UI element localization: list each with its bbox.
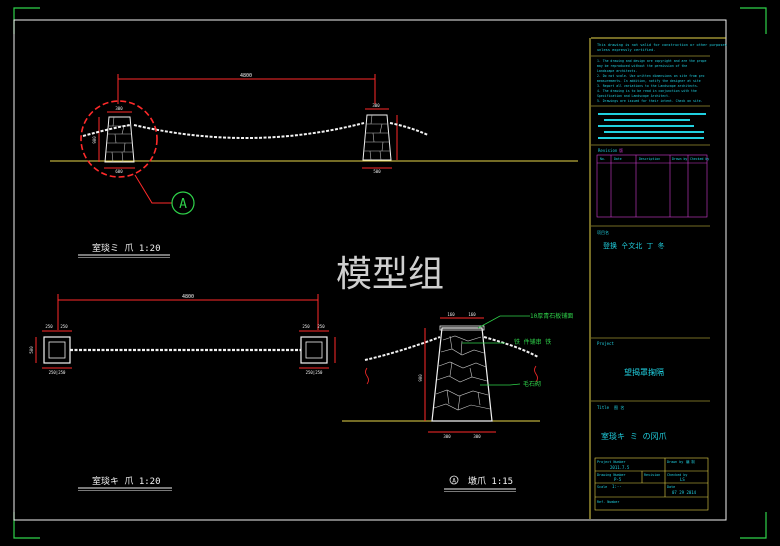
note-iron: 铁 件铺串 铁 xyxy=(514,338,551,346)
svg-text:1. The drawing and design are: 1. The drawing and design are copyright … xyxy=(597,59,706,63)
svg-text:measurements. In addition, not: measurements. In addition, notify the de… xyxy=(597,79,701,83)
svg-text:Ref. Number: Ref. Number xyxy=(597,500,619,504)
svg-text:Checked by: Checked by xyxy=(690,157,709,161)
svg-text:300: 300 xyxy=(372,103,380,108)
svg-text:A: A xyxy=(452,478,456,485)
svg-text:Drawn by: Drawn by xyxy=(672,157,687,161)
svg-text:250|250: 250|250 xyxy=(306,370,323,375)
callout-letter: A xyxy=(179,197,187,212)
svg-text:Date: Date xyxy=(667,485,675,489)
chain-left-end xyxy=(82,124,131,137)
plan-label: 室琰キ 爪 1:20 xyxy=(92,475,161,487)
svg-text:300: 300 xyxy=(473,434,481,439)
svg-text:Drawing Number: Drawing Number xyxy=(597,473,626,477)
span-dim-text: 4800 xyxy=(240,73,252,79)
svg-text:Revision: Revision xyxy=(644,473,660,477)
svg-text:500: 500 xyxy=(373,169,381,174)
detail-callout-circle xyxy=(80,100,158,178)
svg-text:160: 160 xyxy=(468,312,476,317)
svg-text:160: 160 xyxy=(447,312,455,317)
svg-text:4. The drawing is to be read i: 4. The drawing is to be read in conjunct… xyxy=(597,89,697,93)
plan-post-left xyxy=(43,336,71,364)
note-rubble: 毛石砌 xyxy=(523,380,541,388)
svg-text:250: 250 xyxy=(60,324,68,329)
svg-text:250|250: 250|250 xyxy=(49,370,66,375)
svg-text:Landscape architects.: Landscape architects. xyxy=(597,69,637,73)
legend-bars xyxy=(598,113,706,139)
plan-post-right xyxy=(300,336,328,364)
chain-right-end xyxy=(389,122,429,136)
svg-text:may be reproduced without the: may be reproduced without the permission… xyxy=(597,64,687,68)
elevation-label: 室琰ミ 爪 1:20 xyxy=(92,242,161,254)
drawing-title: 室琰キ ミ の冈爪 xyxy=(601,431,667,441)
revision-table xyxy=(596,154,708,218)
svg-text:项目名: 项目名 xyxy=(597,229,609,235)
svg-text:2. Do not scale. Use written d: 2. Do not scale. Use written dimensions … xyxy=(597,74,705,78)
svg-text:07 29 2014: 07 29 2014 xyxy=(672,490,697,495)
info-grid xyxy=(594,457,709,511)
plan-view: 4800 250 250 250|250 500 250 250 250|250… xyxy=(29,294,336,491)
detail-view: 160 160 300 300 900 10厚青石板铺面 铁 件铺串 铁 毛石砌… xyxy=(342,312,573,492)
svg-text:Title: Title xyxy=(597,405,610,410)
detail-label: 墩爪 1:15 xyxy=(468,475,513,487)
svg-text:Project Number: Project Number xyxy=(597,460,626,464)
svg-text:P-5: P-5 xyxy=(614,477,622,482)
svg-text:版: 版 xyxy=(619,147,623,153)
svg-text:4800: 4800 xyxy=(182,294,194,300)
svg-text:500: 500 xyxy=(29,346,34,354)
title-block: This drawing is not valid for constructi… xyxy=(591,43,727,511)
svg-text:LS: LS xyxy=(680,477,685,482)
svg-text:600: 600 xyxy=(115,169,123,174)
svg-text:Revision: Revision xyxy=(598,148,618,153)
chain-main xyxy=(133,122,365,139)
svg-text:900: 900 xyxy=(92,136,97,144)
post-left: 300 600 900 xyxy=(92,106,135,174)
stone-texture xyxy=(433,335,491,411)
svg-text:Checked by: Checked by xyxy=(667,473,687,477)
svg-text:图 名: 图 名 xyxy=(614,404,624,410)
svg-text:250: 250 xyxy=(302,324,310,329)
detail-post xyxy=(431,327,493,422)
project-name: 望揭罩掬隔 xyxy=(624,367,664,377)
crop-marks xyxy=(13,7,767,539)
svg-text:300: 300 xyxy=(443,434,451,439)
post-right: 300 500 xyxy=(362,103,398,174)
svg-text:Description: Description xyxy=(639,157,660,161)
watermark: 模型组 xyxy=(336,254,444,295)
svg-text:250: 250 xyxy=(317,324,325,329)
elevation-view: 4800 300 600 900 300 500 xyxy=(50,73,578,258)
svg-text:No.: No. xyxy=(600,157,606,161)
client-name: 登换 㐃文北 丁 冬 xyxy=(603,241,665,250)
svg-text:300: 300 xyxy=(115,106,123,111)
svg-text:900: 900 xyxy=(418,374,423,382)
svg-text:5. Drawings are issued for the: 5. Drawings are issued for their intent.… xyxy=(597,99,703,103)
svg-text:编 制: 编 制 xyxy=(686,459,695,464)
svg-text:Project: Project xyxy=(597,341,614,346)
svg-text:Date: Date xyxy=(614,157,622,161)
note-paving: 10厚青石板铺面 xyxy=(530,312,573,320)
svg-text:This drawing is not valid for: This drawing is not valid for constructi… xyxy=(597,43,727,47)
svg-text:Specification and Landscape Ar: Specification and Landscape Architect. xyxy=(597,94,670,98)
svg-text:Scale: Scale xyxy=(597,485,607,489)
drawing-frame xyxy=(13,19,727,521)
general-notes: 1. The drawing and design are copyright … xyxy=(597,59,706,103)
callout-bubble xyxy=(171,191,195,215)
svg-text:1:--: 1:-- xyxy=(612,484,622,489)
svg-text:2011.7.5: 2011.7.5 xyxy=(610,465,630,470)
svg-text:Drawn by: Drawn by xyxy=(667,460,683,464)
svg-text:3. Report all variations to th: 3. Report all variations to the Landscap… xyxy=(597,84,699,88)
svg-text:250: 250 xyxy=(45,324,53,329)
svg-text:unless expressly certified.: unless expressly certified. xyxy=(597,48,655,52)
